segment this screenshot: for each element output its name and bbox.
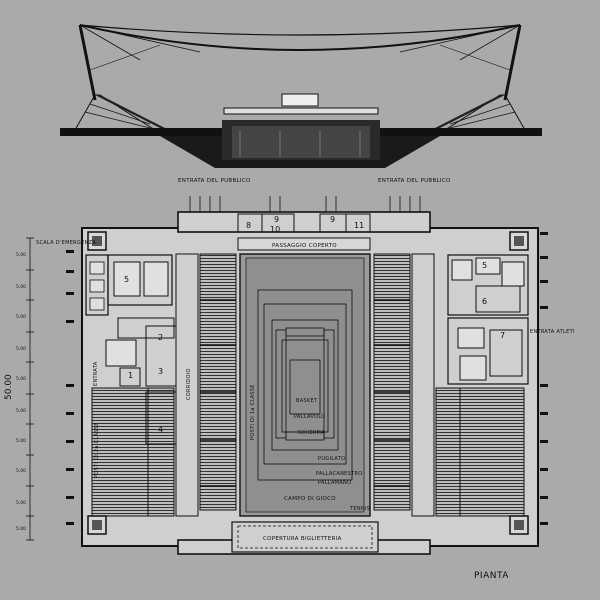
court-label-pallamano: PALLAMANO xyxy=(318,480,351,486)
room-number-1: 1 xyxy=(128,371,133,380)
dimension-8: 5.00 xyxy=(16,468,26,474)
court-label-pallacanestro: PALLACANESTRO xyxy=(316,471,362,477)
room-number-9-b: 9 xyxy=(330,215,335,224)
label-passaggio-coperto: PASSAGGIO COPERTO xyxy=(272,243,337,249)
dimension-7: 5.00 xyxy=(16,438,26,444)
court-label-scherma: SCHERMA xyxy=(298,430,325,436)
dimension-total: 50.00 xyxy=(4,374,14,400)
room-number-7: 7 xyxy=(500,331,505,340)
label-posti-classe-left: POSTI DI 2a CLASSE xyxy=(94,422,100,478)
room-number-4: 4 xyxy=(158,425,163,434)
plan-labels: ENTRATA DEL PUBBLICO ENTRATA DEL PUBBLIC… xyxy=(36,178,575,581)
court-label-tennis: TENNIS xyxy=(349,506,370,512)
room-number-9-a: 9 xyxy=(274,215,279,224)
label-corridoio: CORRIDOIO xyxy=(186,368,192,400)
dimension-5: 5.00 xyxy=(16,376,26,382)
label-entrata-pubblico-left: ENTRATA DEL PUBBLICO xyxy=(178,178,251,184)
dimension-10: 5.00 xyxy=(16,526,26,532)
room-number-5-right: 5 xyxy=(482,261,487,270)
dimension-9: 5.00 xyxy=(16,500,26,506)
room-number-3: 3 xyxy=(158,367,163,376)
label-scala-emergenza: SCALA D'EMERGENZA xyxy=(36,240,96,246)
label-posti-classe-center: POSTI DI 1a CLASSE xyxy=(250,384,256,440)
label-copertura-biglietteria: COPERTURA BIGLIETTERIA xyxy=(263,536,342,542)
label-pianta: PIANTA xyxy=(474,571,509,581)
label-entrata-pubblico-right: ENTRATA DEL PUBBLICO xyxy=(378,178,451,184)
room-number-6: 6 xyxy=(482,297,487,306)
section-drawing xyxy=(60,24,542,168)
dimension-1: 5.00 xyxy=(16,252,26,258)
dimension-4: 5.00 xyxy=(16,346,26,352)
dimension-labels: 5.00 5.00 5.00 5.00 5.00 5.00 5.00 5.00 … xyxy=(4,252,26,532)
label-entrata-atleti: ENTRATA ATLETI xyxy=(530,329,575,335)
label-entrata-left: ENTRATA xyxy=(93,361,99,386)
court-label-pugilato: PUGILATO xyxy=(318,456,345,462)
dimension-2: 5.00 xyxy=(16,284,26,290)
room-numbers: 1 2 3 4 5 5 6 7 8 9 9 10 11 xyxy=(124,215,505,434)
room-number-2: 2 xyxy=(158,333,163,342)
room-number-8: 8 xyxy=(246,221,251,230)
dimension-6: 5.00 xyxy=(16,408,26,414)
court-label-campo-di-gioco: CAMPO DI GIOCO xyxy=(284,496,336,502)
room-number-10: 10 xyxy=(270,225,280,234)
room-number-5-left: 5 xyxy=(124,275,129,284)
court-label-basket: BASKET xyxy=(296,398,318,404)
court-label-pallavolo: PALLAVOLO xyxy=(294,414,325,420)
dimension-3: 5.00 xyxy=(16,314,26,320)
floor-plan xyxy=(26,196,548,555)
room-number-11: 11 xyxy=(354,221,364,230)
court-labels: BASKET PALLAVOLO SCHERMA PUGILATO PALLAC… xyxy=(284,398,370,512)
